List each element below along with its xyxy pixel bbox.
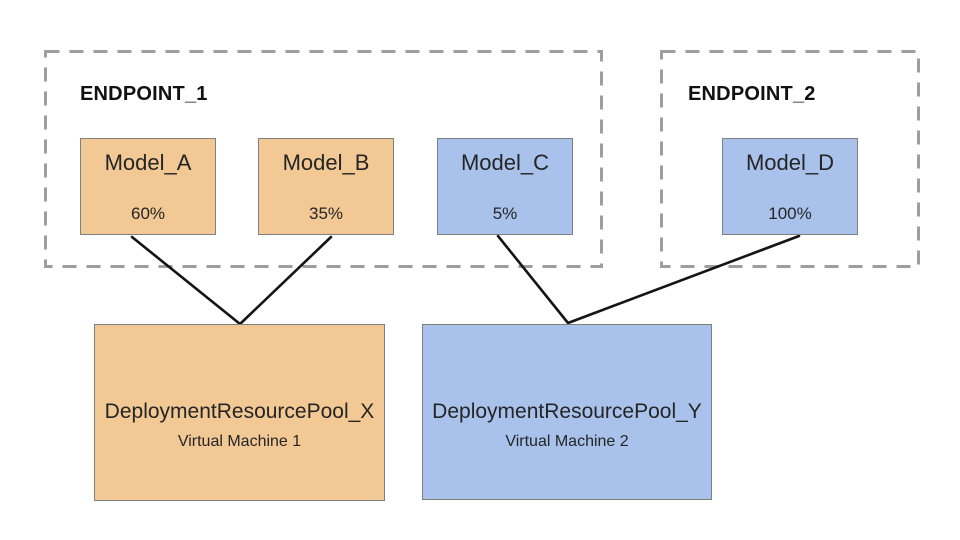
pool-y-content: DeploymentResourcePool_Y Virtual Machine…: [432, 400, 702, 451]
pool-x-machine: Virtual Machine 1: [177, 433, 302, 450]
pool-x-content: DeploymentResourcePool_X Virtual Machine…: [105, 400, 375, 451]
model-a-box: Model_A 60%: [80, 138, 216, 235]
pool-x-box: DeploymentResourcePool_X Virtual Machine…: [94, 324, 385, 501]
connector-model-c-pool-y: [496, 234, 570, 325]
connector-model-b-pool-x: [238, 235, 333, 326]
model-c-traffic-split: 5%: [492, 204, 518, 223]
model-c-name: Model_C: [460, 150, 550, 175]
endpoint-1-label: ENDPOINT_1: [80, 83, 208, 105]
pool-y-name: DeploymentResourcePool_Y: [432, 399, 702, 423]
model-a-name: Model_A: [104, 150, 192, 175]
model-b-traffic-split: 35%: [308, 204, 344, 223]
model-d-box: Model_D 100%: [722, 138, 858, 235]
pool-x-name: DeploymentResourcePool_X: [104, 400, 375, 423]
model-d-traffic-split: 100%: [768, 204, 812, 223]
model-b-box: Model_B 35%: [258, 138, 394, 235]
model-a-traffic-split: 60%: [130, 204, 166, 223]
connector-model-d-pool-y: [566, 234, 801, 325]
model-d-name: Model_D: [745, 150, 835, 175]
endpoint-2-label: ENDPOINT_2: [688, 83, 816, 105]
pool-y-box: DeploymentResourcePool_Y Virtual Machine…: [422, 324, 712, 500]
model-b-name: Model_B: [282, 150, 370, 175]
pool-y-machine: Virtual Machine 2: [505, 432, 629, 450]
model-c-box: Model_C 5%: [437, 138, 573, 235]
connector-model-a-pool-x: [130, 235, 242, 326]
